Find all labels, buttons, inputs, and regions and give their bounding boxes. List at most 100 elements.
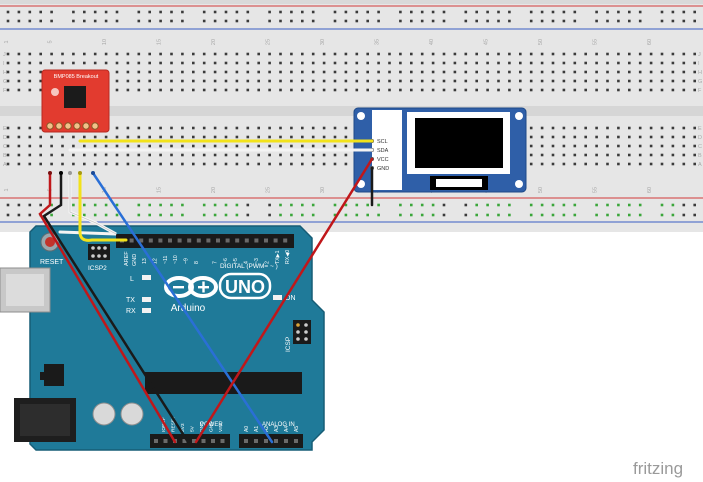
header-pin[interactable]	[177, 238, 182, 243]
breadboard-hole	[453, 52, 457, 56]
header-pin[interactable]	[182, 439, 187, 443]
breadboard-rail-hole	[366, 19, 369, 23]
wire-yellow-sensor-scl[interactable]	[78, 171, 128, 242]
wire-red-oled-vcc[interactable]	[194, 157, 374, 444]
header-pin[interactable]	[294, 439, 298, 443]
breadboard-hole	[551, 153, 555, 157]
header-pin[interactable]	[148, 238, 153, 243]
header-pin[interactable]	[163, 439, 168, 443]
breadboard-column-number: 20	[211, 39, 217, 45]
header-pin[interactable]	[201, 439, 206, 443]
breadboard-hole	[279, 79, 282, 83]
header-pin[interactable]	[206, 238, 211, 243]
header-pin[interactable]	[158, 238, 163, 243]
header-pin[interactable]	[225, 238, 230, 243]
breadboard-rail-hole	[595, 213, 598, 217]
header-pin[interactable]	[244, 238, 249, 243]
digital-pin-label: ~3	[254, 258, 260, 264]
header-pin[interactable]	[220, 439, 225, 443]
header-pin[interactable]	[283, 238, 288, 243]
header-pin[interactable]	[168, 238, 172, 243]
breadboard-hole	[104, 135, 108, 139]
breadboard-row-letter: I	[3, 61, 5, 67]
wire-black-sensor-gnd[interactable]	[42, 171, 190, 444]
breadboard-rail-hole	[159, 203, 162, 207]
breadboard-rail-hole	[202, 10, 206, 14]
breadboard-hole	[442, 88, 446, 92]
breadboard-hole	[126, 70, 130, 74]
breadboard-hole	[508, 79, 511, 83]
header-pin[interactable]	[264, 238, 268, 243]
breadboard-rail-hole	[115, 19, 119, 23]
header-pin[interactable]	[274, 439, 278, 443]
header-pin[interactable]	[187, 238, 192, 243]
breadboard-hole	[551, 52, 555, 56]
header-pin[interactable]	[264, 439, 268, 443]
bmp085-breakout[interactable]: BMP085 Breakout	[41, 69, 110, 133]
breadboard-hole	[682, 52, 686, 56]
breadboard-hole	[638, 52, 642, 56]
breadboard-rail-hole	[279, 10, 282, 14]
breadboard-hole	[508, 52, 511, 56]
breadboard-hole	[399, 88, 402, 92]
breadboard-hole	[562, 162, 566, 166]
breadboard-hole	[192, 144, 195, 148]
header-pin[interactable]	[254, 238, 259, 243]
breadboard-hole	[649, 61, 653, 65]
header-pin[interactable]	[192, 439, 196, 443]
breadboard-hole	[192, 70, 195, 74]
breadboard-rail-hole	[562, 213, 566, 217]
breadboard-hole	[301, 135, 304, 139]
breadboard-hole	[28, 70, 32, 74]
breadboard-hole	[137, 61, 141, 65]
breadboard-hole	[235, 153, 239, 157]
breadboard-hole	[464, 61, 468, 65]
breadboard-hole	[660, 126, 664, 130]
header-pin[interactable]	[235, 238, 240, 243]
breadboard-hole	[508, 70, 511, 74]
breadboard-hole	[181, 88, 184, 92]
header-pin[interactable]	[196, 238, 201, 243]
analog-pin-label: A0	[244, 426, 250, 432]
breadboard-rail-hole	[290, 19, 293, 23]
wire-blue-sensor-sig[interactable]	[91, 171, 274, 444]
breadboard-hole	[617, 126, 620, 130]
breadboard-hole	[453, 88, 457, 92]
header-pin[interactable]	[273, 238, 278, 243]
breadboard-rail-hole	[213, 213, 217, 217]
breadboard-hole	[606, 79, 609, 83]
breadboard-hole	[638, 126, 642, 130]
breadboard-rail-hole	[529, 213, 533, 217]
breadboard-hole	[431, 61, 435, 65]
breadboard-hole	[573, 79, 577, 83]
breadboard-hole	[399, 52, 402, 56]
breadboard-hole	[257, 162, 260, 166]
header-pin[interactable]	[244, 439, 248, 443]
breadboard-hole	[104, 61, 108, 65]
wire-red-sensor-vin[interactable]	[38, 171, 177, 444]
breadboard-hole	[148, 135, 151, 139]
breadboard-row-letter: G	[3, 79, 7, 85]
breadboard-rail-hole	[660, 213, 664, 217]
header-pin[interactable]	[284, 439, 288, 443]
breadboard-hole	[159, 153, 162, 157]
oled-display-module[interactable]: SCL SDA VCC GND	[353, 107, 527, 193]
header-pin[interactable]	[254, 439, 258, 443]
breadboard-rail-hole	[235, 19, 239, 23]
breadboard-hole	[224, 126, 228, 130]
breadboard-hole	[202, 52, 206, 56]
header-pin[interactable]	[129, 238, 134, 243]
breadboard-hole	[148, 153, 151, 157]
header-pin[interactable]	[216, 238, 220, 243]
breadboard-rail-hole	[333, 10, 337, 14]
breadboard-hole	[562, 52, 566, 56]
breadboard-hole	[115, 162, 119, 166]
breadboard-hole	[159, 135, 162, 139]
header-pin[interactable]	[139, 238, 144, 243]
breadboard-hole	[649, 135, 653, 139]
header-pin[interactable]	[154, 439, 158, 443]
breadboard-hole	[562, 70, 566, 74]
header-pin[interactable]	[211, 439, 215, 443]
oled-pin-scl: SCL	[377, 139, 388, 145]
